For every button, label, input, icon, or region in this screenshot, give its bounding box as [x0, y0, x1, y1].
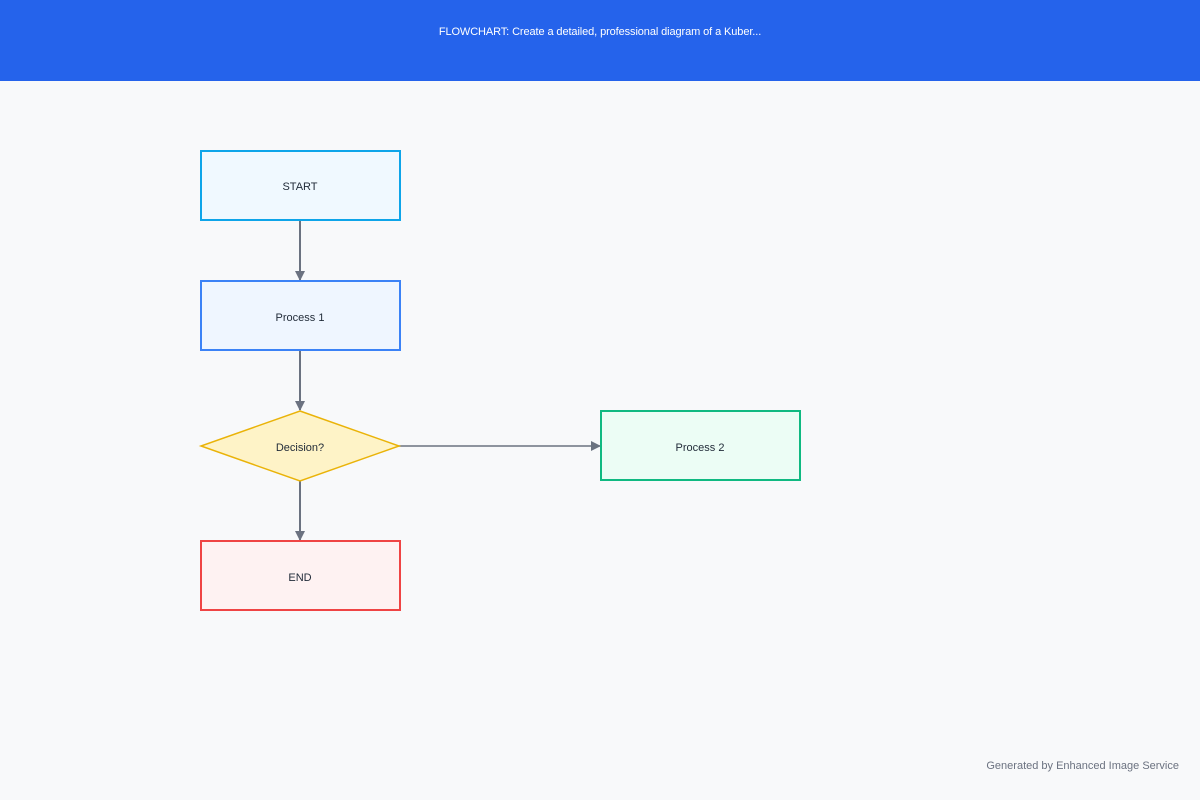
process2-node-label: Process 2 [676, 442, 725, 454]
process1-node-label: Process 1 [276, 312, 325, 324]
footer-credit: Generated by Enhanced Image Service [986, 760, 1179, 772]
start-node-box [200, 150, 401, 221]
decision-node[interactable]: Decision? [198, 410, 402, 482]
end-node-box [200, 540, 401, 611]
process2-node[interactable]: Process 2 [600, 410, 801, 481]
decision-node-diamond [198, 410, 402, 482]
end-node[interactable]: END [200, 540, 401, 611]
process1-node[interactable]: Process 1 [200, 280, 401, 351]
process2-node-box [600, 410, 801, 481]
end-node-label: END [288, 572, 311, 584]
decision-node-label: Decision? [276, 442, 324, 454]
start-node-label: START [282, 181, 317, 193]
process1-node-box [200, 280, 401, 351]
start-node[interactable]: START [200, 150, 401, 221]
diagram-title: FLOWCHART: Create a detailed, profession… [438, 26, 762, 38]
header-bar: FLOWCHART: Create a detailed, profession… [0, 0, 1200, 81]
